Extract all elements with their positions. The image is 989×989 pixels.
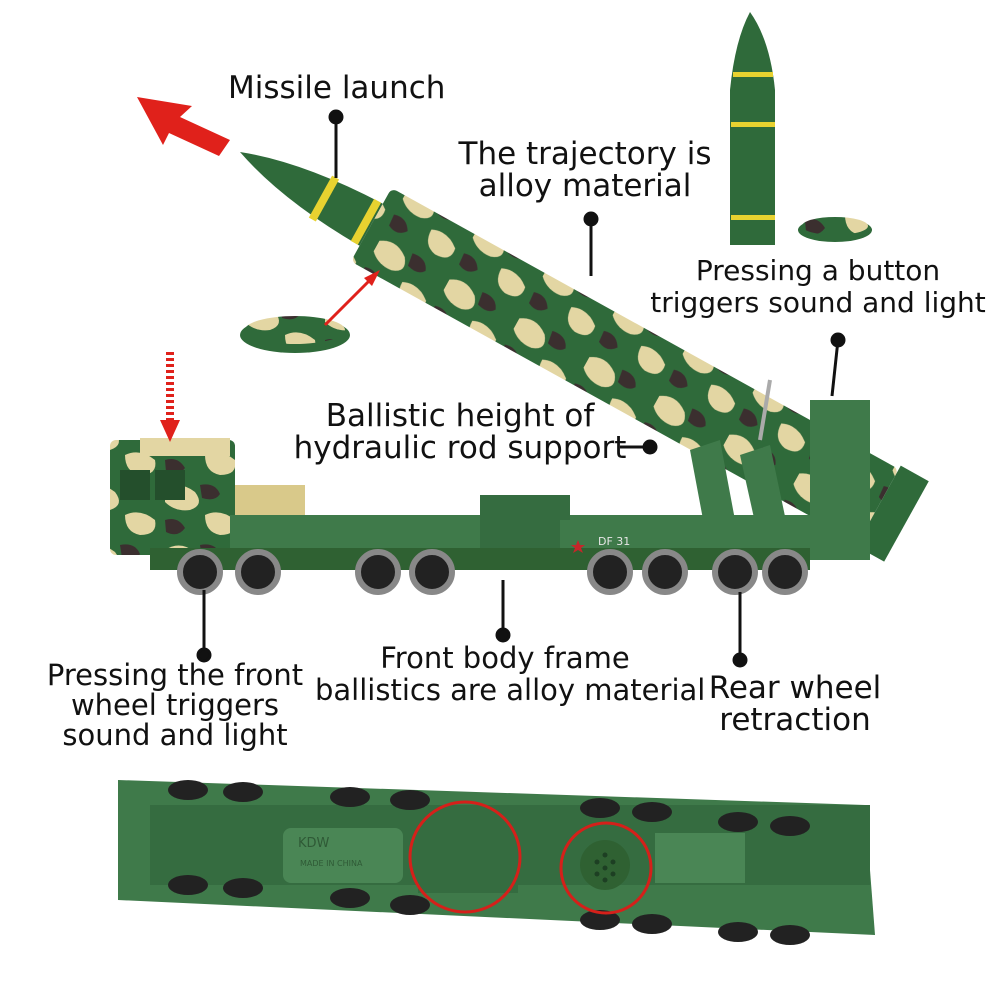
press-arrow-icon [160,352,180,442]
label-trajectory: The trajectory is alloy material [458,136,712,204]
label-body-frame: Front body frame ballistics are alloy ma… [315,641,706,707]
leader-lines [196,109,846,668]
label-button: Pressing a button triggers sound and lig… [650,254,986,319]
star-icon [571,540,585,553]
truck-underside [118,780,875,935]
label-rear-wheel: Rear wheel retraction [708,670,882,738]
speaker-highlight-circle [559,821,653,915]
launcher-truck [110,400,870,570]
brand-marking: KDW [298,836,330,851]
truck-wheels [177,549,808,595]
switch-highlight-circle [408,800,522,914]
label-front-wheel: Pressing the front wheel triggers sound … [46,658,304,752]
speaker-icon [594,852,616,883]
label-hydraulic: Ballistic height of hydraulic rod suppor… [293,398,627,466]
missile-cap [240,316,350,353]
origin-marking: MADE IN CHINA [300,859,363,868]
underside-wheels [168,780,810,945]
cap-arrow-icon [323,270,380,327]
small-cap-part [798,217,872,242]
label-missile-launch: Missile launch [228,70,446,106]
warhead-part [730,12,775,245]
vehicle-code: DF 31 [598,535,630,548]
launch-arrow-icon [137,97,230,156]
